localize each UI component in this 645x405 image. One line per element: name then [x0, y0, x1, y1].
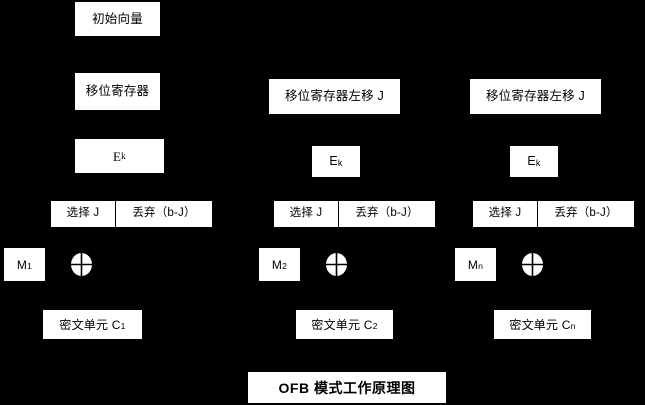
shift-register-box-1: 移位寄存器 [75, 73, 160, 110]
encrypt-subscript-3: k [535, 157, 541, 168]
ciphertext-subscript-1: 1 [120, 321, 126, 332]
select-label-3: 选择 J [488, 207, 522, 220]
discard-label-1: 丢弃（b-J） [132, 207, 196, 220]
select-label-2: 选择 J [289, 207, 323, 220]
ciphertext-label-3: 密文单元 C [509, 317, 571, 332]
initial-vector-box: 初始向量 [75, 2, 160, 36]
select-box-1: 选择 J [51, 201, 115, 227]
discard-label-3: 丢弃（b-J） [554, 207, 618, 220]
ciphertext-subscript-2: 2 [372, 321, 378, 332]
encrypt-subscript-2: k [337, 157, 343, 168]
plaintext-label-1: M [16, 257, 28, 272]
ciphertext-subscript-3: n [570, 321, 576, 332]
discard-box-1: 丢弃（b-J） [116, 201, 212, 227]
discard-box-2: 丢弃（b-J） [339, 201, 435, 227]
diagram-title-label: OFB 模式工作原理图 [278, 379, 416, 396]
shift-register-box-2: 移位寄存器左移 J [269, 79, 400, 114]
select-box-3: 选择 J [473, 201, 537, 227]
select-box-2: 选择 J [274, 201, 338, 227]
select-label-1: 选择 J [66, 207, 100, 220]
shift-register-box-3: 移位寄存器左移 J [470, 79, 601, 114]
xor-icon-1 [70, 252, 93, 277]
encrypt-label-1: E [112, 148, 122, 164]
shift-register-label-1: 移位寄存器 [85, 84, 150, 99]
discard-label-2: 丢弃（b-J） [355, 207, 419, 220]
plaintext-label-2: M [271, 257, 283, 272]
plaintext-subscript-3: n [478, 261, 484, 272]
xor-icon-3 [521, 252, 544, 277]
diagram-title: OFB 模式工作原理图 [248, 372, 446, 403]
encrypt-subscript-1: k [121, 152, 127, 163]
encrypt-label-3: E [527, 154, 536, 169]
plaintext-label-3: M [467, 257, 479, 272]
ciphertext-label-1: 密文单元 C [59, 317, 121, 332]
initial-vector-label: 初始向量 [92, 11, 143, 26]
xor-icon-2 [325, 252, 348, 277]
shift-register-label-2: 移位寄存器左移 J [284, 89, 385, 104]
shift-register-label-3: 移位寄存器左移 J [485, 89, 586, 104]
discard-box-3: 丢弃（b-J） [538, 201, 634, 227]
plaintext-subscript-1: 1 [27, 261, 33, 272]
ciphertext-label-2: 密文单元 C [311, 317, 373, 332]
plaintext-subscript-2: 2 [282, 261, 288, 272]
encrypt-label-2: E [329, 154, 338, 169]
